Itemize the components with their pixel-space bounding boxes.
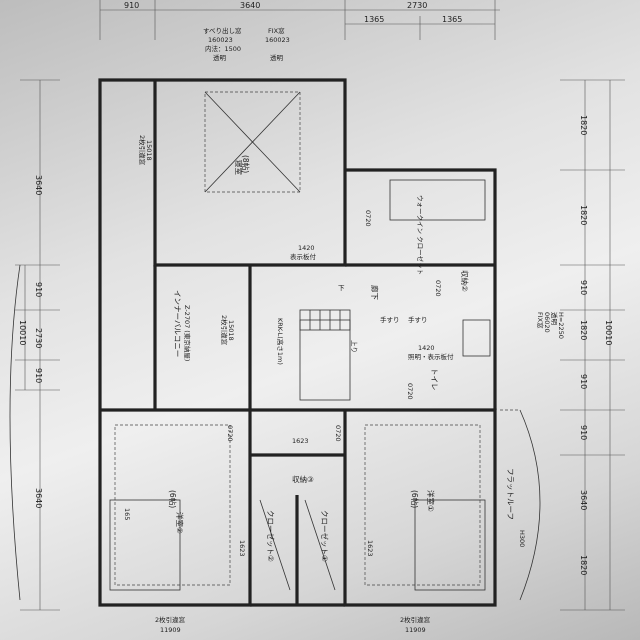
label-casement-3-code: 11909	[160, 626, 181, 634]
room-toilet: トイレ	[430, 368, 439, 391]
dim-top-1: 910	[124, 1, 139, 10]
room-storage-2: 収納②	[460, 270, 470, 292]
label-1420-a: 1420	[298, 244, 315, 252]
label-casement-2: 2枚引違窓	[220, 315, 229, 346]
room-closet-2: クローゼット②	[266, 510, 276, 562]
left-dimension-line: 3640 910 2730 910 10010 3640	[15, 79, 60, 611]
dim-right-5: 910	[579, 374, 588, 389]
label-fix-side-trans: 透明	[550, 312, 558, 326]
room-inner-balcony: インナーバルコニー	[173, 290, 182, 357]
label-1420-b-note: 照明・表示板付	[408, 352, 454, 361]
label-casement-4: 2枚引違窓	[400, 615, 431, 624]
label-dim-165: 165	[123, 508, 131, 520]
right-dimension-line: 1820 1820 910 1820 10010 910 910 3640 18…	[560, 79, 625, 611]
label-1420-b: 1420	[418, 344, 435, 352]
label-door-0720-c: 0720	[226, 425, 234, 442]
inner-balcony-note: Z-2707 (東京納屋)	[183, 305, 192, 361]
label-door-0720-d: 0720	[334, 425, 342, 442]
dim-right-total: 10010	[604, 320, 613, 345]
label-door-1623-b: 1623	[238, 540, 246, 557]
room-western-1-size: (6帖)	[410, 490, 420, 508]
dim-top-3: 2730	[407, 1, 427, 10]
label-fix-side-code: 06020	[543, 312, 551, 333]
dim-left-2: 910	[34, 282, 43, 297]
label-upper: 上り	[350, 340, 359, 353]
dim-right-8: 1820	[579, 555, 588, 575]
top-dimension-line: 910 3640 2730 1365 1365	[99, 0, 500, 40]
label-door-1623-a: 1623	[292, 437, 309, 445]
room-closet-1: クローゼット①	[320, 510, 330, 562]
room-western-1: 洋室①	[426, 490, 436, 512]
dim-right-3: 910	[579, 280, 588, 295]
room-master-bedroom: 寝室	[234, 160, 244, 175]
label-railing-b: 手すり	[380, 315, 400, 324]
interior-lines	[9, 91, 541, 601]
label-door-1623-c: 1623	[366, 540, 374, 557]
dim-top-4: 1365	[364, 15, 384, 24]
label-h300: H300	[518, 530, 526, 547]
window-labels: すべり出し窓 160023 内法：1500 透明 FIX窓 160023 透明 …	[138, 26, 565, 634]
dim-right-6: 910	[579, 425, 588, 440]
label-casement-4-code: 11909	[405, 626, 426, 634]
dim-left-1: 3640	[34, 175, 43, 195]
dim-top-2: 3640	[240, 1, 260, 10]
label-fix-code: 160023	[265, 36, 290, 44]
label-sliding-window: すべり出し窓	[203, 26, 242, 35]
dim-left-4: 910	[34, 368, 43, 383]
label-kabe: KRK-L(高さ1m)	[276, 318, 285, 365]
label-door-0720-b: 0720	[434, 280, 442, 297]
label-down: 下	[338, 284, 345, 292]
label-fix-window: FIX窓	[268, 26, 285, 35]
label-door-0720-e: 0720	[406, 383, 414, 400]
label-door-0720-a: 0720	[364, 210, 372, 227]
dim-left-3: 2730	[34, 328, 43, 348]
dim-left-5: 3640	[34, 488, 43, 508]
label-1420-a-note: 表示板付	[290, 252, 317, 261]
label-casement-3: 2枚引違窓	[155, 615, 186, 624]
label-casement-1: 2枚引違窓	[138, 135, 147, 166]
dim-right-4: 1820	[579, 320, 588, 340]
dim-right-2: 1820	[579, 205, 588, 225]
label-window-inner: 内法：1500	[205, 44, 241, 53]
door-labels: 1420 表示板付 1420 照明・表示板付 0720 0720 0720 07…	[123, 210, 526, 557]
dim-right-1: 1820	[579, 115, 588, 135]
room-storage-3: 収納③	[292, 474, 314, 484]
label-window-code-1: 160023	[208, 36, 233, 44]
room-western-2: 洋室②	[175, 512, 185, 534]
room-flat-roof: フラットルーフ	[506, 468, 515, 520]
stairs	[299, 309, 351, 331]
room-labels: 寝室 (8帖) 洋室② (6帖) 洋室① (6帖) クローゼット② クローゼット…	[168, 155, 515, 562]
room-hallway: 廊下	[370, 285, 380, 300]
label-casement-1-code: 15018	[145, 140, 153, 161]
label-transparent-1: 透明	[213, 54, 227, 62]
room-western-2-size: (6帖)	[168, 490, 178, 508]
label-casement-2-code: 15018	[227, 320, 235, 341]
label-railing-a: 手すり	[408, 315, 428, 324]
label-transparent-2: 透明	[270, 54, 284, 62]
dim-top-5: 1365	[442, 15, 462, 24]
dim-left-total: 10010	[18, 320, 27, 345]
room-walk-in-closet: ウォークイン クローゼット	[416, 195, 425, 275]
exterior-walls	[98, 78, 497, 607]
dim-right-7: 3640	[579, 490, 588, 510]
label-fix-side-h: H=2250	[557, 312, 565, 339]
room-master-bedroom-size: (8帖)	[241, 155, 251, 173]
label-fix-side: FIX窓	[536, 312, 545, 329]
